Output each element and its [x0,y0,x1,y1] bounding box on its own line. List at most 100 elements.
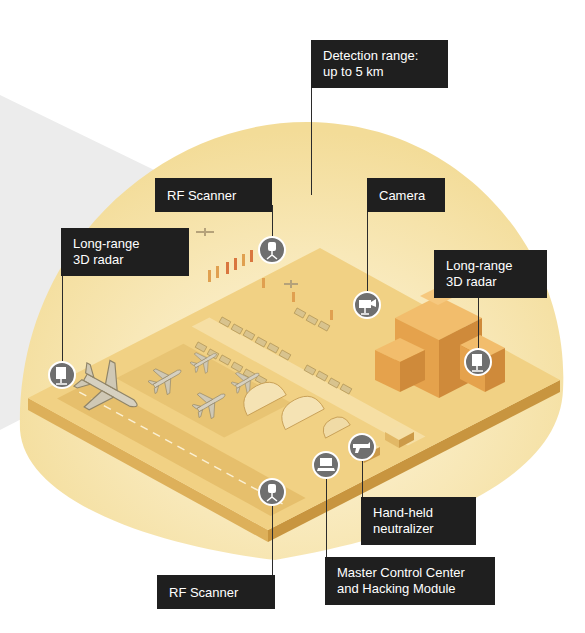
leader-line [62,272,63,361]
equipment-icon [472,354,482,366]
callout-label: RF Scanner [169,585,238,601]
base-platform [28,248,560,542]
equipment-icon [371,299,376,307]
callout-label: RF Scanner [167,188,236,204]
equipment-icon [259,237,285,263]
rocky-hill [400,350,425,392]
vehicle-row [279,350,291,360]
building [350,425,414,463]
callout-box: RF Scanner [157,575,275,609]
hangar [275,390,324,430]
equipment-icon [317,468,335,471]
callout-label: Camera [379,188,425,204]
leader-line [272,205,273,236]
callout-box: Detection range: up to 5 km [311,40,448,88]
vehicle-row [340,384,352,394]
equipment-icon [267,251,277,259]
equipment-icon [354,292,380,318]
equipment-icon [313,452,339,478]
road [192,318,426,446]
fence-posts [262,278,265,288]
rocky-hill [375,350,400,392]
rocky-hill [375,286,505,398]
equipment-icon [313,452,339,478]
vehicle-row [231,362,243,372]
equipment-icon [349,434,375,460]
equipment-icon [259,479,285,505]
leader-line [362,461,363,502]
leader-line [63,84,479,580]
vehicle-row [255,337,267,347]
hangar [319,413,350,439]
leader-line [478,295,479,348]
equipment-icon [267,493,277,501]
equipment-icon [354,292,380,318]
equipment-icon [49,237,491,505]
fence-posts [250,250,253,262]
drone [196,228,214,236]
fence-posts [242,254,245,266]
fence-posts [208,270,211,282]
vehicle-row [231,324,243,334]
callout-box: RF Scanner [155,178,272,212]
leader-line [311,84,312,195]
vehicle-row [195,342,207,352]
callout-box: Camera [367,178,445,212]
leader-line [367,205,368,291]
equipment-icon [259,237,285,263]
vehicle-row [306,315,318,325]
fence-posts [216,266,219,278]
equipment-icon [49,362,75,388]
equipment-icon [56,379,67,384]
equipment-icon [268,484,276,493]
callout-label: Detection range: up to 5 km [323,48,431,80]
building [385,432,399,448]
callout-box: Master Control Center and Hacking Module [325,557,495,605]
equipment-icon [361,308,369,314]
equipment-icon [353,442,370,453]
vehicle-row [316,371,328,381]
vehicle-row [219,317,231,327]
base-platform [28,248,560,530]
cargo-plane [68,351,150,429]
equipment-icon [465,349,491,375]
vehicle-row [243,330,255,340]
equipment-icon [259,479,285,505]
drone [196,228,298,288]
vehicle-row [328,378,340,388]
jet-aircraft [189,382,232,423]
callout-box: Long-range 3D radar [61,228,189,276]
callout-box: Hand-held neutralizer [361,497,476,545]
vehicle-row [219,355,231,365]
equipment-icon [472,366,483,371]
callout-label: Hand-held neutralizer [373,505,458,537]
callout-box: Long-range 3D radar [434,250,547,298]
jet-aircraft [145,358,188,399]
equipment-icon [320,458,332,466]
callout-label: Long-range 3D radar [73,236,151,268]
fence-posts [292,292,295,302]
equipment-icon [49,362,75,388]
equipment-icon [56,367,66,379]
equipment-icon [359,300,371,308]
callout-label: Long-range 3D radar [446,258,526,290]
cargo-plane [68,351,150,429]
hangar [237,376,350,439]
callout-label: Master Control Center and Hacking Module [337,565,483,597]
vehicle-row [318,321,330,331]
hangar [237,376,286,416]
jet-aircraft [187,344,222,377]
vehicle-row [267,343,279,353]
leader-line [326,479,327,562]
drone [284,280,298,288]
equipment-icon [268,242,276,251]
fence-posts [234,258,237,270]
fence-posts [330,310,333,320]
vehicle-row [294,308,306,318]
vehicle-row [304,365,316,375]
building [399,432,414,448]
leader-line [272,506,273,580]
detection-dome [20,122,563,560]
equipment-icon [349,434,375,460]
